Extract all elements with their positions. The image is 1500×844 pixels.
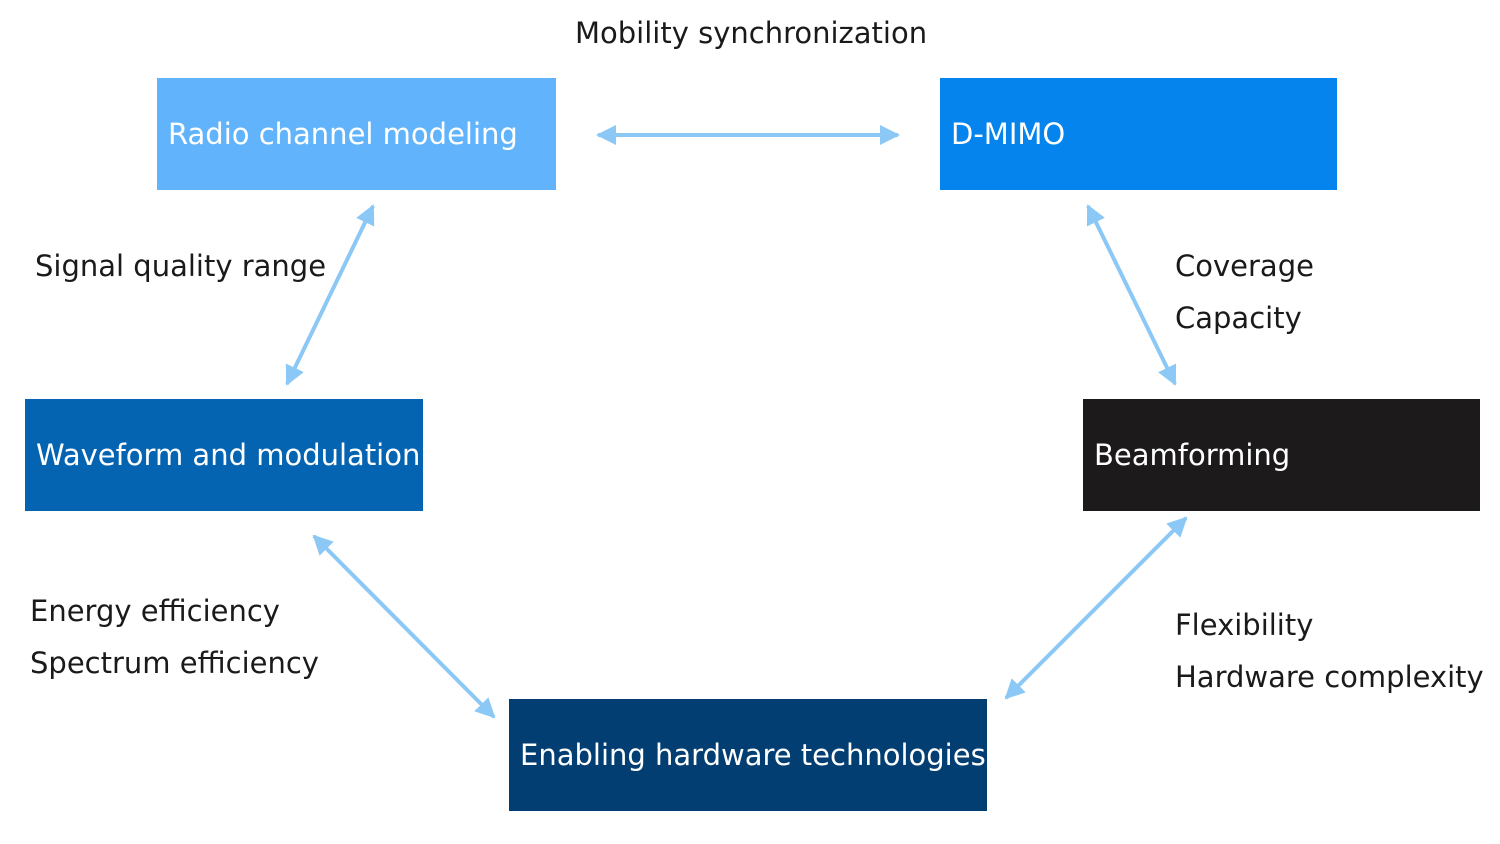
label-capacity: Capacity	[1175, 301, 1302, 335]
label-spectrum-efficiency: Spectrum efficiency	[30, 646, 319, 680]
node-d-mimo: D-MIMO	[940, 78, 1337, 190]
node-beamforming: Beamforming	[1083, 399, 1480, 511]
label-mobility-synchronization: Mobility synchronization	[575, 16, 928, 50]
label-signal-quality-range: Signal quality range	[35, 249, 327, 283]
node-label: Waveform and modulation	[36, 438, 421, 472]
node-label: D-MIMO	[951, 117, 1066, 151]
label-hardware-complexity: Hardware complexity	[1175, 660, 1484, 694]
arrow-waveform-hardware	[312, 534, 496, 719]
arrow-dmimo-beamforming	[1086, 204, 1177, 386]
node-label: Radio channel modeling	[168, 117, 518, 151]
node-radio-channel-modeling: Radio channel modeling	[157, 78, 556, 190]
arrow-beamforming-hardware	[1004, 516, 1188, 700]
label-energy-efficiency: Energy efficiency	[30, 594, 280, 628]
label-flexibility: Flexibility	[1175, 608, 1314, 642]
node-label: Enabling hardware technologies	[520, 738, 986, 772]
node-waveform-and-modulation: Waveform and modulation	[25, 399, 423, 511]
node-label: Beamforming	[1094, 438, 1291, 472]
label-coverage: Coverage	[1175, 249, 1314, 283]
node-enabling-hardware-technologies: Enabling hardware technologies	[509, 699, 987, 811]
arrow-radio-waveform	[285, 204, 375, 386]
